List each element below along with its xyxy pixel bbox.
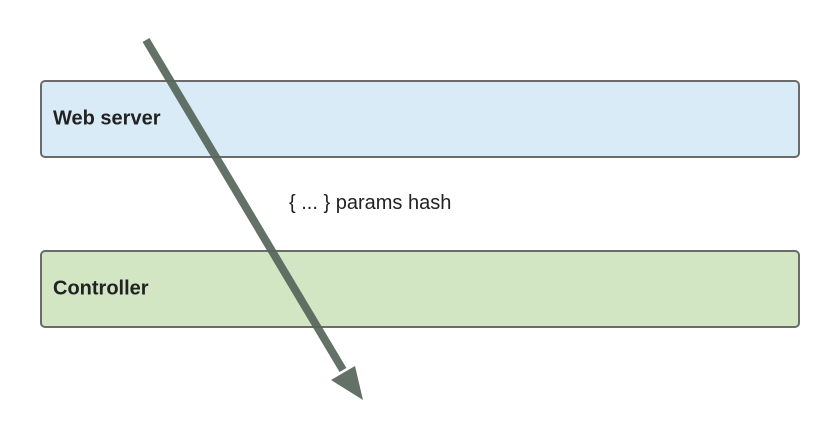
params-hash-label: { ... } params hash [289,192,452,214]
web-server-box: Web server [40,80,800,158]
controller-label: Controller [53,277,149,300]
web-server-label: Web server [53,107,161,130]
arrow-head-icon [331,366,363,400]
controller-box: Controller [40,250,800,328]
